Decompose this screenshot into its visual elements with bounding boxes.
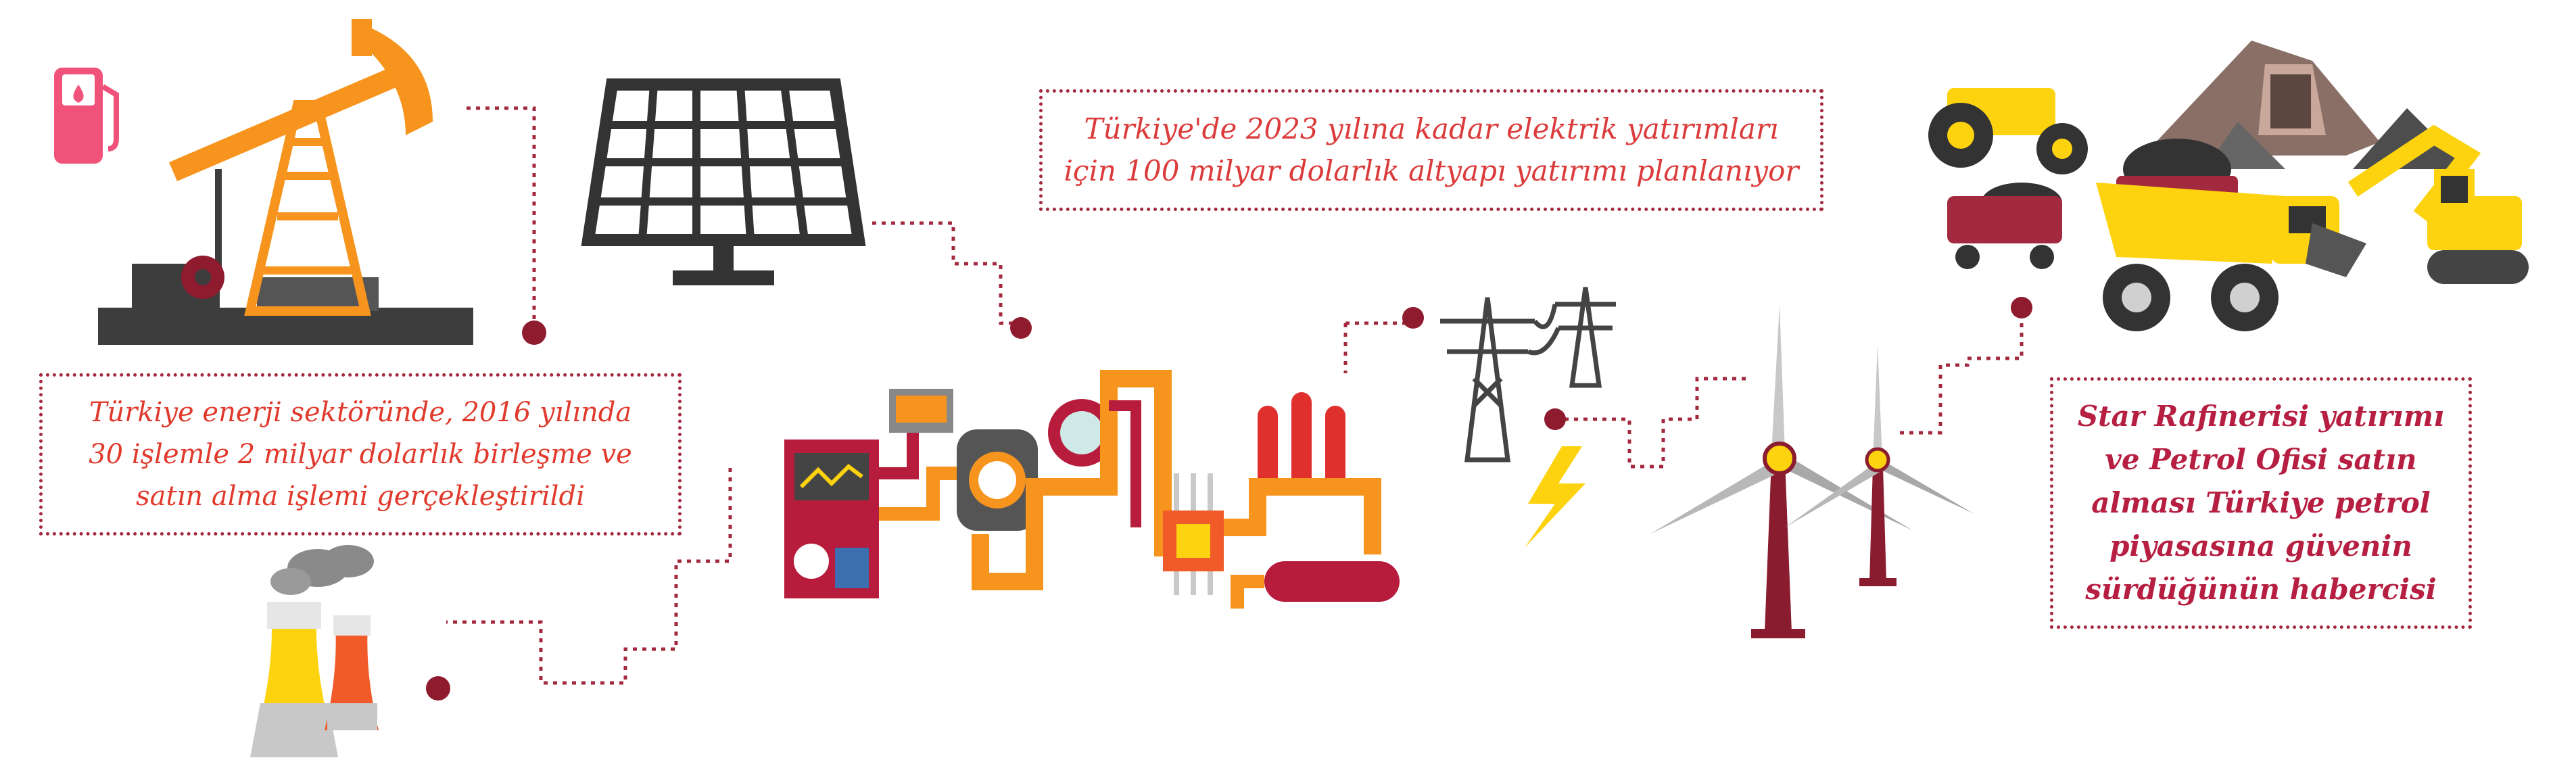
caption-infrastructure: Türkiye'de 2023 yılına kadar elektrik ya… <box>1039 89 1823 211</box>
caption-line: 30 işlemle 2 milyar dolarlık birleşme ve <box>89 439 632 470</box>
caption-line: Türkiye'de 2023 yılına kadar elektrik ya… <box>1084 112 1779 145</box>
connector-dots <box>426 297 2032 701</box>
solar-panel-icon <box>581 78 866 285</box>
pipeline-machine-icon <box>784 370 1400 609</box>
power-plant-icon <box>250 545 379 757</box>
caption-mergers: Türkiye enerji sektöründe, 2016 yılında … <box>39 373 682 536</box>
caption-line: sürdüğünün habercisi <box>2085 573 2437 606</box>
caption-line: alması Türkiye petrol <box>2091 486 2431 519</box>
mining-equipment-icon <box>1928 41 2529 331</box>
wind-turbine-icon <box>1650 304 1974 638</box>
caption-line: piyasasına güvenin <box>2109 529 2412 563</box>
caption-refinery: Star Rafinerisi yatırımı ve Petrol Ofisi… <box>2050 377 2472 629</box>
caption-line: satın alma işlemi gerçekleştirildi <box>136 481 585 512</box>
connector-lines <box>446 106 2024 685</box>
fuel-pump-icon <box>54 68 119 164</box>
power-tower-icon <box>1440 287 1616 462</box>
caption-line: Türkiye enerji sektöründe, 2016 yılında <box>89 397 632 428</box>
caption-line: için 100 milyar dolarlık altyapı yatırım… <box>1064 154 1799 187</box>
lightning-icon <box>1525 446 1585 548</box>
oil-pumpjack-icon <box>98 19 473 345</box>
caption-line: ve Petrol Ofisi satın <box>2105 443 2417 476</box>
caption-line: Star Rafinerisi yatırımı <box>2077 400 2445 433</box>
